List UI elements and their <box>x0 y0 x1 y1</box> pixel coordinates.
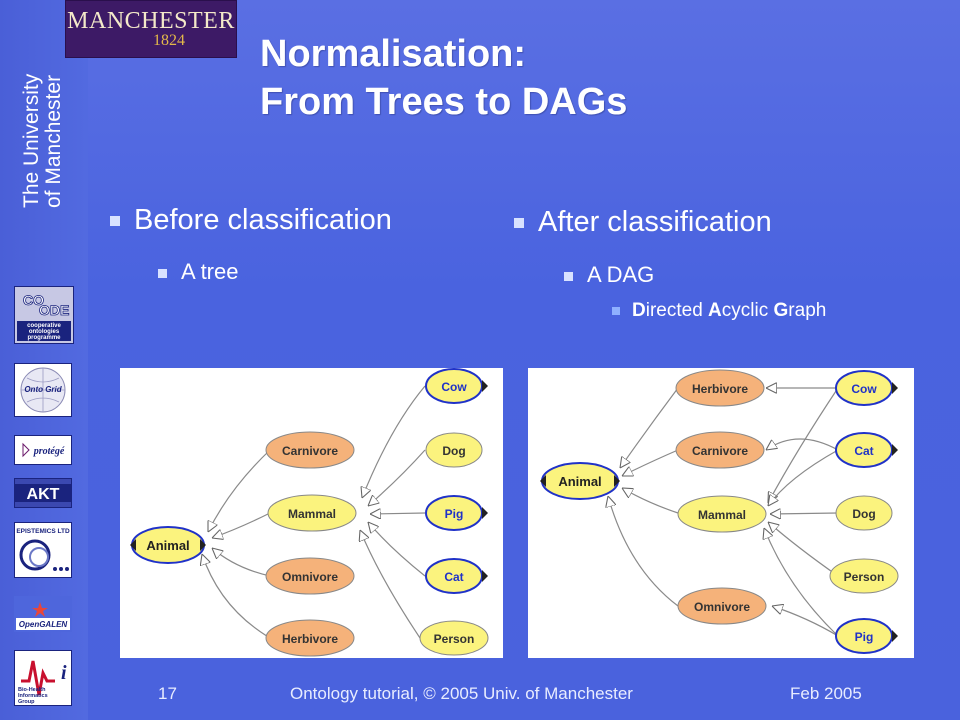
coode-text-1: cooperative <box>27 323 61 329</box>
tree-label-herbivore: Herbivore <box>282 632 338 646</box>
logo-name: MANCHESTER <box>67 8 235 34</box>
tree-label-mammal: Mammal <box>288 507 336 521</box>
coode-text-3: programme <box>27 335 61 341</box>
tree-node-animal: Animal <box>130 526 206 564</box>
dag-node-animal: Animal <box>540 462 620 500</box>
opengalen-text: OpenGALEN <box>19 620 68 629</box>
manchester-logo: MANCHESTER 1824 <box>65 0 237 58</box>
wordmark-line-2: of Manchester <box>42 75 65 208</box>
bullet-square <box>514 218 524 229</box>
tree-label-omnivore: Omnivore <box>282 570 338 584</box>
akt-text: AKT <box>27 486 60 503</box>
dag-label-pig: Pig <box>855 630 874 644</box>
footer-center: Ontology tutorial, © 2005 Univ. of Manch… <box>290 684 633 703</box>
bullet-square <box>158 268 167 278</box>
right-heading: After classification <box>514 206 772 239</box>
dag-node-cat: Cat <box>835 432 898 468</box>
dag-label-omnivore: Omnivore <box>694 600 750 614</box>
epistemics-text: EPISTEMICS LTD <box>16 528 70 535</box>
tree-label-cow: Cow <box>441 380 467 394</box>
dag-node-person: Person <box>829 558 899 594</box>
dag-label-animal: Animal <box>558 474 601 489</box>
dag-label-herbivore: Herbivore <box>692 382 748 396</box>
svg-text:CO: CO <box>23 292 44 308</box>
logo-year: 1824 <box>153 32 185 49</box>
ontogrid-text: Onto Grid <box>24 385 62 394</box>
tree-label-dog: Dog <box>442 444 465 458</box>
right-sub: A DAG <box>564 262 654 288</box>
dag-node-cow: Cow <box>835 370 898 406</box>
dag-node-omnivore: Omnivore <box>677 587 767 625</box>
dag-node-carnivore: Carnivore <box>675 431 765 469</box>
tree-label-pig: Pig <box>445 507 464 521</box>
svg-text:ODE: ODE <box>39 302 69 318</box>
tree-node-mammal: Mammal <box>267 494 357 532</box>
dag-label-cat: Cat <box>854 444 873 458</box>
tree-label-animal: Animal <box>146 538 189 553</box>
dag-g: G <box>773 300 789 321</box>
dag-label-dog: Dog <box>852 507 875 521</box>
bullet-square <box>110 216 120 227</box>
bhig-text-2: Informatics <box>18 693 48 699</box>
dag-node-pig: Pig <box>835 618 898 654</box>
left-heading-text: Before classification <box>134 204 392 236</box>
tree-node-herbivore: Herbivore <box>265 619 355 657</box>
dag-label-cow: Cow <box>851 382 877 396</box>
dag-node-herbivore: Herbivore <box>675 369 765 407</box>
dag-d-rest: irected <box>645 300 709 321</box>
coode-text-2: ontologies <box>29 329 60 335</box>
dag-a-rest: cyclic <box>721 300 774 321</box>
bullet-square <box>612 306 620 315</box>
dag-d: D <box>632 300 646 321</box>
bhig-logo: i Bio-Health Informatics Group <box>14 650 72 706</box>
left-heading: Before classification <box>110 204 392 237</box>
dag-diagram: Herbivore Carnivore Animal Mammal Omnivo… <box>528 368 914 658</box>
tree-label-person: Person <box>434 632 475 646</box>
right-subsub: Directed Acyclic Graph <box>612 300 826 322</box>
svg-text:i: i <box>61 662 67 684</box>
tree-node-cow: Cow <box>425 368 488 404</box>
title-line-1: Normalisation: <box>260 33 527 75</box>
dag-label-carnivore: Carnivore <box>692 444 748 458</box>
tree-node-omnivore: Omnivore <box>265 557 355 595</box>
bhig-text-3: Group <box>18 699 35 705</box>
protege-text: protégé <box>33 446 65 457</box>
footer-page-number: 17 <box>158 684 177 703</box>
tree-diagram: Animal Carnivore Mammal Omnivore Herbivo… <box>120 368 503 658</box>
opengalen-logo: OpenGALEN <box>14 596 72 632</box>
dag-node-mammal: Mammal <box>677 495 767 533</box>
dag-a: A <box>708 300 722 321</box>
tree-node-pig: Pig <box>425 495 488 531</box>
tree-node-carnivore: Carnivore <box>265 431 355 469</box>
wordmark-line-1: The University <box>20 73 43 208</box>
slide-title: Normalisation: From Trees to DAGs <box>260 30 627 126</box>
right-heading-text: After classification <box>538 206 772 238</box>
dag-node-dog: Dog <box>835 495 893 531</box>
epistemics-logo: EPISTEMICS LTD <box>14 522 72 578</box>
title-line-2: From Trees to DAGs <box>260 81 628 123</box>
ontogrid-logo: Onto Grid <box>14 363 72 417</box>
coode-logo: CO ODE cooperative ontologies programme <box>14 286 74 344</box>
footer-date: Feb 2005 <box>790 684 862 703</box>
dag-label-person: Person <box>844 570 885 584</box>
tree-node-cat: Cat <box>425 558 488 594</box>
tree-node-person: Person <box>419 620 489 656</box>
university-wordmark: The University of Manchester <box>16 60 66 210</box>
protege-logo: protégé <box>14 435 72 465</box>
right-sub-text: A DAG <box>587 262 655 287</box>
tree-label-cat: Cat <box>444 570 463 584</box>
dag-g-rest: raph <box>788 300 827 321</box>
akt-logo: AKT <box>14 478 72 508</box>
tree-node-dog: Dog <box>425 432 483 468</box>
dag-label-mammal: Mammal <box>698 508 746 522</box>
left-sub: A tree <box>158 259 238 285</box>
tree-label-carnivore: Carnivore <box>282 444 338 458</box>
left-sub-text: A tree <box>181 259 239 284</box>
bullet-square <box>564 271 573 281</box>
bhig-text-1: Bio-Health <box>18 687 46 693</box>
